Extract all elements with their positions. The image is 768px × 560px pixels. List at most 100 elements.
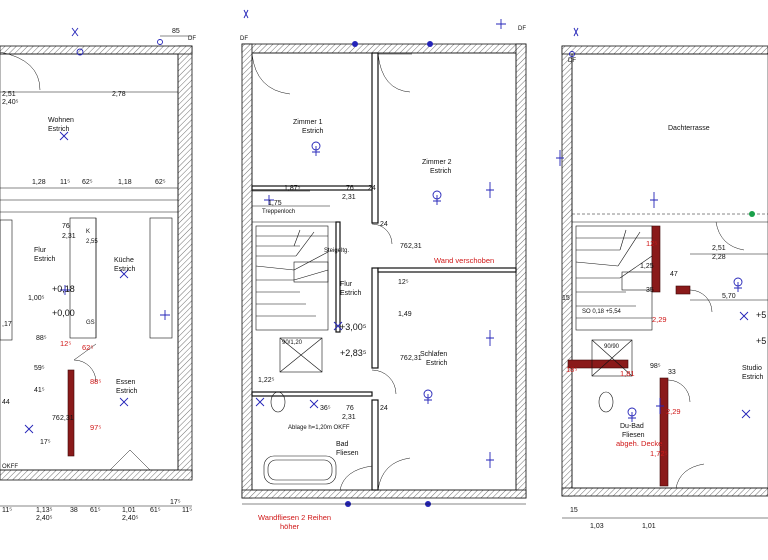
room-finish-bad: Fliesen [336, 450, 359, 457]
dim-label: 59⁵ [34, 365, 45, 372]
wall-south [561, 487, 768, 497]
plan-c: Dachterrasse Du-Bad Fliesen abgeh. Decke… [556, 27, 768, 530]
room-finish-dubad: Fliesen [622, 432, 645, 439]
df-label: DF [568, 58, 576, 64]
dim-label: 1,00⁵ [28, 295, 45, 302]
df-label: DF [188, 36, 196, 42]
dim-label: 24 [380, 221, 388, 228]
dim-label: 2,31 [342, 194, 356, 201]
note-treppenloch: Treppenloch [262, 209, 295, 215]
level-label: +2,83⁵ [340, 348, 367, 358]
dim-label: 2,55 [86, 239, 98, 245]
level-label: +0,00 [52, 308, 75, 318]
dim-label: 2,31 [62, 233, 76, 240]
dim-label: 36⁵ [320, 405, 331, 412]
df-label: DF [518, 26, 526, 32]
dim-label: 11⁵ [2, 507, 12, 514]
dim-label: 1,75 [268, 200, 282, 207]
room-finish-zimmer2: Estrich [430, 168, 452, 175]
dim-label: 76 [400, 355, 408, 362]
room-name-flur: Flur [34, 247, 47, 254]
wall-east [177, 45, 193, 479]
room-name-flur: Flur [340, 281, 353, 288]
dim-label: 85 [172, 28, 180, 35]
wall-north [241, 43, 527, 54]
wall-north [561, 45, 768, 55]
k-label: K [86, 229, 90, 235]
dim-label: 1,49 [398, 311, 412, 318]
dim-label: 24 [368, 185, 376, 192]
dim-label: 1,22⁵ [258, 377, 275, 384]
note-ablage: Ablage h=1,20m OKFF [288, 425, 350, 431]
dim-label: 2,31 [342, 414, 356, 421]
room-name-essen: Essen [116, 379, 136, 386]
note-steigeltg: Steigeltg. [324, 248, 349, 254]
dim-label: 15 [570, 507, 578, 514]
dim-label: 1,18 [118, 179, 132, 186]
dim-label: 2,31 [408, 243, 422, 250]
df-label: DF [240, 36, 248, 42]
dim-label: 17⁵ [40, 439, 51, 446]
dim-label: 97⁵ [90, 423, 101, 432]
dim-label: 17⁵ [170, 499, 181, 506]
dim-label: 98⁵ [650, 363, 661, 370]
room-finish-flur: Estrich [34, 256, 56, 263]
dim-label: 2,40⁵ [122, 515, 139, 522]
note-abgeh-decke: abgeh. Decke [616, 439, 662, 448]
room-name-bad: Bad [336, 441, 349, 448]
dim-label: 12⁵ [60, 339, 71, 348]
dim-label: 62⁵ [155, 179, 166, 186]
dim-label: 44 [2, 399, 10, 406]
plan-a: Wohnen Estrich Flur Estrich Küche Estric… [0, 27, 196, 522]
dim-label: 2,78 [112, 91, 126, 98]
dim-label: 33 [668, 369, 676, 376]
level-label: +3,00⁵ [340, 322, 367, 332]
level-label: +5 [756, 336, 766, 346]
dim-label: ,17 [2, 321, 12, 328]
dim-label: 61⁵ [90, 507, 101, 514]
wall-east [515, 43, 527, 499]
dim-label: 2,51 [2, 91, 16, 98]
room-finish-schlafen: Estrich [426, 360, 448, 367]
dim-label: 2,40⁵ [36, 515, 53, 522]
dim-label: 38 [70, 507, 78, 514]
dim-label: 1,72⁵ [650, 449, 668, 458]
note-dusche: 90/1,20 [282, 340, 303, 346]
room-finish-kueche: Estrich [114, 266, 136, 273]
room-finish-zimmer1: Estrich [302, 128, 324, 135]
dim-label: 2,31 [60, 415, 74, 422]
room-name-dubad: Du-Bad [620, 423, 644, 430]
room-name-studio: Studio [742, 365, 762, 372]
dim-label: 35 [646, 287, 654, 294]
dim-label: 76 [62, 223, 70, 230]
dim-label: 76 [346, 185, 354, 192]
dim-label: 11⁵ [60, 179, 70, 186]
gs-label: GS [86, 320, 95, 326]
dim-label: 2,28 [712, 254, 726, 261]
dim-label: 88⁵ [90, 377, 101, 386]
room-finish-studio: Estrich [742, 374, 764, 381]
note-wandfliesen-2: höher [280, 522, 300, 531]
dim-label: 2,29 [666, 407, 681, 416]
dim-label: 76 [400, 243, 408, 250]
dim-label: 18⁵ [566, 365, 577, 374]
dim-label: 15 [562, 295, 570, 302]
note-wand-verschoben: Wand verschoben [434, 256, 494, 265]
dim-label: 24 [380, 405, 388, 412]
room-name-zimmer1: Zimmer 1 [293, 119, 323, 126]
level-label: +5 [756, 310, 766, 320]
dim-label: 11⁵ [182, 507, 192, 514]
dim-label: 41⁵ [34, 387, 45, 394]
dim-label: 62⁵ [82, 343, 93, 352]
room-finish-wohnen: Estrich [48, 126, 70, 133]
room-name-schlafen: Schlafen [420, 351, 447, 358]
plan-b: Zimmer 1 Estrich Zimmer 2 Estrich Flur E… [240, 9, 527, 531]
dim-label: 1,81 [620, 369, 635, 378]
room-name-wohnen: Wohnen [48, 117, 74, 124]
level-label: +0,18 [52, 284, 75, 294]
wall-south [241, 489, 527, 499]
wall-west [241, 43, 253, 499]
dim-label: 61⁵ [150, 507, 161, 514]
room-name-zimmer2: Zimmer 2 [422, 159, 452, 166]
dim-label: 12⁵ [646, 239, 657, 248]
